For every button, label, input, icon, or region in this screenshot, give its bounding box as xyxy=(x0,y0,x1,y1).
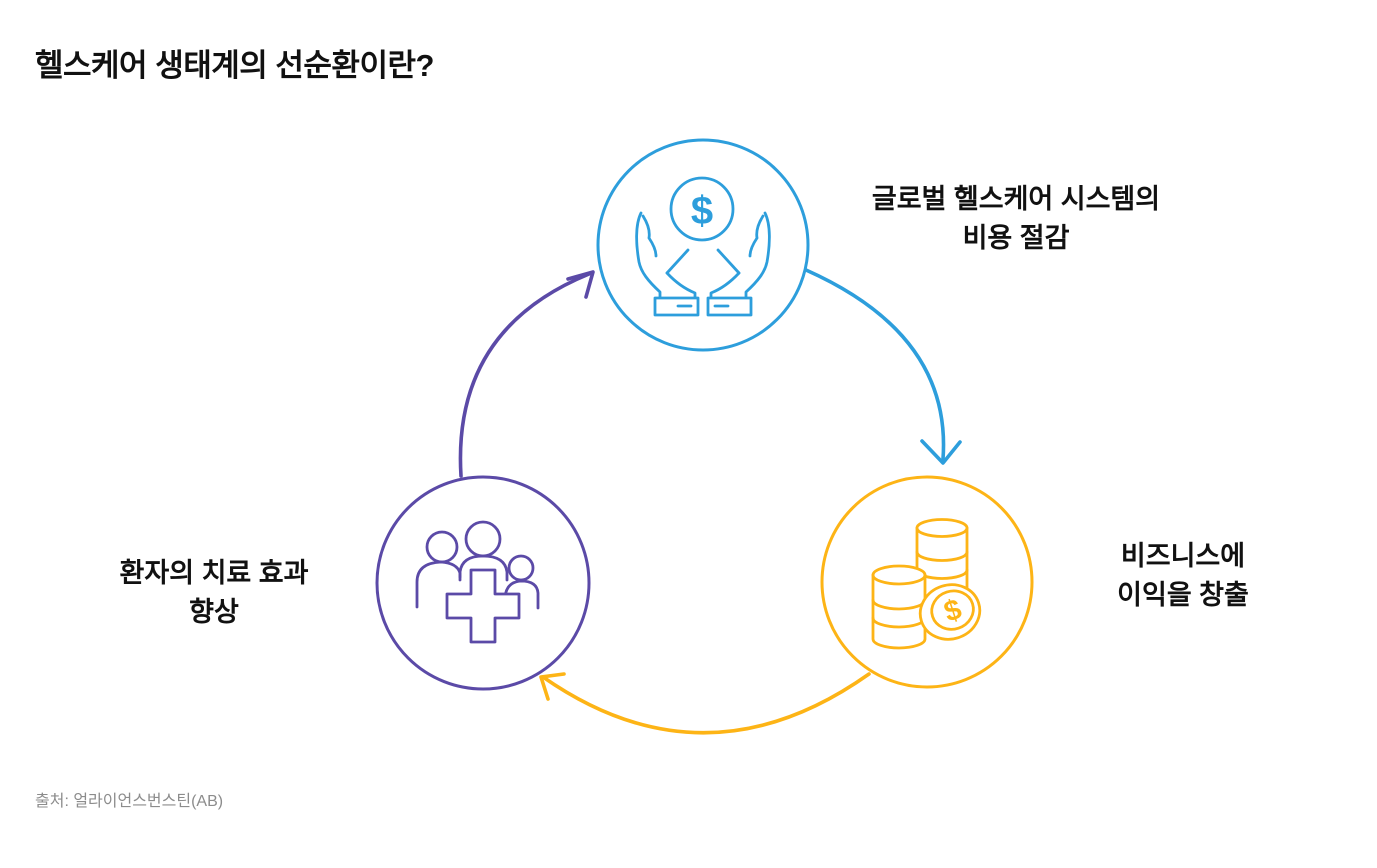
coin-outline xyxy=(669,176,735,242)
left-sleeve xyxy=(653,296,700,317)
arrow-curve xyxy=(458,272,591,478)
person-right-head xyxy=(507,554,535,582)
arrow-profit-to-patient xyxy=(539,672,871,735)
front-stack-top xyxy=(871,564,927,586)
node-circle xyxy=(820,475,1034,689)
person-left-body xyxy=(415,560,462,609)
back-stack-line xyxy=(915,550,969,562)
node-global-cost-reduction: $ xyxy=(596,138,810,352)
person-center-head xyxy=(464,520,502,558)
label-business-profit: 비즈니스에 이익을 창출 xyxy=(1083,537,1283,615)
dollar-sign: $ xyxy=(691,189,713,233)
label-global-cost-reduction: 글로벌 헬스케어 시스템의 비용 절감 xyxy=(846,180,1186,258)
front-stack-body xyxy=(871,573,927,650)
label-line: 향상 xyxy=(189,597,239,627)
label-line: 환자의 치료 효과 xyxy=(119,558,309,588)
label-line: 이익을 창출 xyxy=(1117,580,1249,610)
tilted-coin: $ xyxy=(918,583,982,641)
left-hand xyxy=(635,211,662,300)
hands-holding-dollar-coin-icon: $ xyxy=(635,176,771,317)
arrow-curve xyxy=(804,268,946,461)
right-hand-fingers xyxy=(748,214,765,258)
arrow-curve xyxy=(541,672,871,735)
medical-cross xyxy=(445,568,521,644)
patients-medical-cross-icon xyxy=(415,520,540,644)
left-hand-thumb xyxy=(665,248,690,275)
person-center-body xyxy=(458,554,509,582)
coin-stacks-dollar-icon: $ xyxy=(871,518,982,650)
right-sleeve xyxy=(706,296,753,317)
node-business-profit: $ xyxy=(820,475,1034,689)
left-hand-fingers xyxy=(641,214,658,258)
label-line: 비용 절감 xyxy=(962,223,1070,253)
label-line: 비즈니스에 xyxy=(1120,541,1246,571)
person-right-body xyxy=(503,579,540,610)
back-stack-top xyxy=(915,518,969,538)
left-hand-palm xyxy=(665,271,697,300)
person-left-head xyxy=(425,530,459,564)
node-circle xyxy=(375,475,591,691)
arrow-head xyxy=(566,270,595,299)
coin-inner xyxy=(930,589,975,631)
right-hand-palm xyxy=(709,271,741,300)
arrow-head xyxy=(539,672,566,701)
arrow-head xyxy=(920,439,962,465)
node-patient-outcomes xyxy=(375,475,591,691)
node-circle xyxy=(596,138,810,352)
source-note: 출처: 얼라이언스번스틴(AB) xyxy=(35,793,224,810)
arrow-cost-to-profit xyxy=(804,268,962,465)
right-hand xyxy=(744,211,771,300)
arrow-patient-to-cost xyxy=(458,270,595,478)
label-patient-outcomes: 환자의 치료 효과 향상 xyxy=(89,554,339,632)
page-title: 헬스케어 생태계의 선순환이란? xyxy=(35,48,434,83)
right-hand-thumb xyxy=(716,248,741,275)
label-line: 글로벌 헬스케어 시스템의 xyxy=(871,184,1161,214)
